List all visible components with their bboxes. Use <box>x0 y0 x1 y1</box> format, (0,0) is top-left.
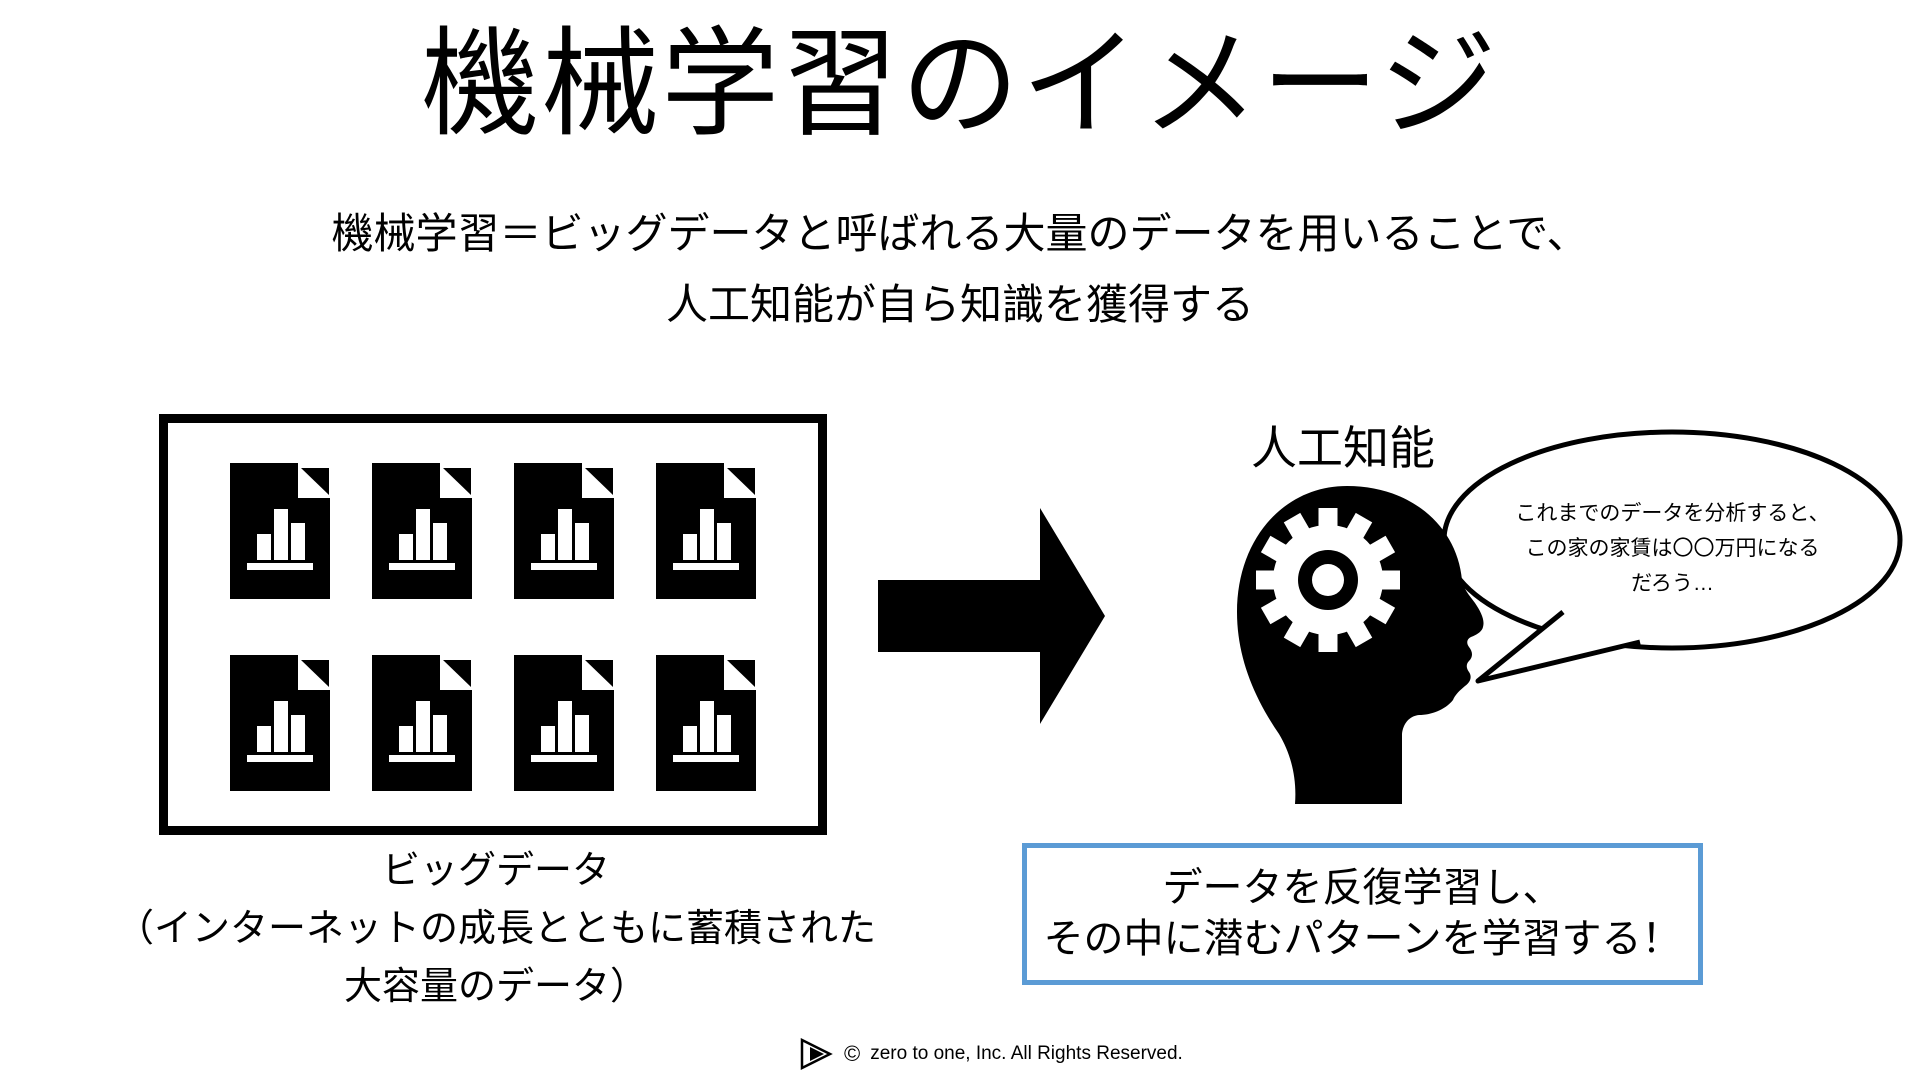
bigdata-caption: ビッグデータ （インターネットの成長とともに蓄積された 大容量のデータ） <box>96 842 896 1016</box>
ai-label: 人工知能 <box>1251 422 1435 474</box>
play-logo-icon <box>800 1038 833 1070</box>
document-chart-icon <box>230 463 330 599</box>
document-chart-icon <box>372 655 472 791</box>
learning-box: データを反復学習し、 その中に潜むパターンを学習する！ <box>1022 843 1703 985</box>
speech-bubble-text: これまでのデータを分析すると、 この家の家賃は〇〇万円になる だろう… <box>1450 496 1895 601</box>
flow-arrow-icon <box>878 508 1105 724</box>
document-chart-icon <box>514 655 614 791</box>
document-chart-icon <box>514 463 614 599</box>
speech-bubble-line-1: これまでのデータを分析すると、 <box>1515 502 1830 525</box>
document-chart-icon <box>372 463 472 599</box>
bigdata-caption-line-2: （インターネットの成長とともに蓄積された <box>115 908 876 950</box>
bigdata-caption-line-1: ビッグデータ <box>381 850 610 892</box>
copyright-text: zero to one, Inc. All Rights Reserved. <box>870 1043 1183 1064</box>
document-chart-icon <box>656 463 756 599</box>
document-chart-icon <box>656 655 756 791</box>
subtitle-line-1: 機械学習＝ビッグデータと呼ばれる大量のデータを用いることで、 <box>331 210 1589 257</box>
bigdata-caption-line-3: 大容量のデータ） <box>343 966 648 1008</box>
copyright-symbol: © <box>844 1041 861 1066</box>
document-chart-icon <box>230 655 330 791</box>
bigdata-box <box>159 414 827 835</box>
subtitle-line-2: 人工知能が自ら知識を獲得する <box>665 281 1254 328</box>
learning-box-line-1: データを反復学習し、 <box>1162 866 1563 910</box>
document-grid <box>230 463 756 791</box>
learning-box-line-2: その中に潜むパターンを学習する！ <box>1043 917 1682 961</box>
footer: © zero to one, Inc. All Rights Reserved. <box>800 1038 1183 1070</box>
speech-bubble-line-2: この家の家賃は〇〇万円になる <box>1525 537 1820 560</box>
page-title: 機械学習のイメージ <box>421 19 1499 151</box>
gear-icon <box>1256 508 1400 652</box>
subtitle: 機械学習＝ビッグデータと呼ばれる大量のデータを用いることで、 人工知能が自ら知識… <box>0 198 1920 340</box>
speech-bubble-line-3: だろう… <box>1631 572 1714 595</box>
ai-head-icon <box>1237 486 1484 804</box>
